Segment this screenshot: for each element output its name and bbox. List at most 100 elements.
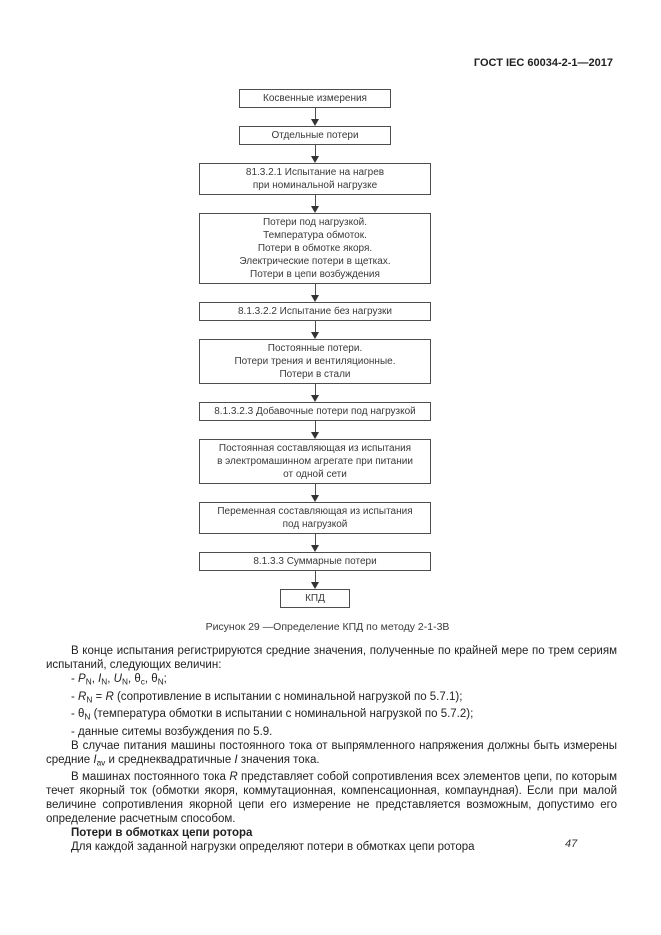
text-segment: N xyxy=(86,695,93,704)
flowchart-box-line: Постоянная составляющая из испытания xyxy=(218,443,412,454)
arrow-head xyxy=(311,582,319,589)
text-segment: Потери в обмотках цепи ротора xyxy=(71,827,253,839)
text-segment: N xyxy=(157,677,164,687)
arrow-line xyxy=(314,484,316,495)
body-paragraph: - RN = R (сопротивление в испытании с но… xyxy=(46,690,617,708)
body-paragraph: - данные ситемы возбуждения по 5.9. xyxy=(46,725,617,739)
text-segment: , θ xyxy=(127,673,141,685)
flowchart-box: КПД xyxy=(280,589,350,608)
arrow-down-icon xyxy=(311,421,319,439)
flowchart-box-line: Потери в цепи возбуждения xyxy=(250,269,380,280)
text-segment: N xyxy=(101,677,108,687)
arrow-line xyxy=(314,321,316,332)
flowchart-box-line: 8.1.3.3 Суммарные потери xyxy=(253,556,377,567)
text-segment: N xyxy=(121,677,128,687)
arrow-head xyxy=(311,395,319,402)
body-paragraph: В конце испытания регистрируются средние… xyxy=(46,644,617,672)
arrow-down-icon xyxy=(311,145,319,163)
flowchart-box: Потери под нагрузкой. Температура обмоток… xyxy=(199,213,431,284)
text-segment: - xyxy=(71,673,79,685)
arrow-down-icon xyxy=(311,108,319,126)
text-segment: R xyxy=(229,771,238,783)
text-segment: В машинах постоянного тока xyxy=(71,771,230,783)
text-segment: (сопротивление в испытании с номинальной… xyxy=(113,690,463,703)
page-number: 47 xyxy=(565,838,578,850)
flowchart-box-line: Потери трения и вентиляционные. xyxy=(234,356,396,367)
flowchart-box: Переменная составляющая из испытания под … xyxy=(199,502,431,534)
text-segment: av xyxy=(96,758,106,767)
flowchart-box-line: 8.1.3.2.2 Испытание без нагрузки xyxy=(237,306,392,317)
text-segment: значения тока. xyxy=(237,753,320,766)
body-paragraph: В случае питания машины постоянного тока… xyxy=(46,739,617,771)
text-segment: R xyxy=(78,690,87,703)
arrow-down-icon xyxy=(311,484,319,502)
body-paragraph: Потери в обмотках цепи ротора xyxy=(46,826,617,840)
arrow-line xyxy=(314,284,316,295)
text-segment: , xyxy=(91,673,99,685)
body-paragraph: В машинах постоянного тока R представляе… xyxy=(46,770,617,826)
arrow-head xyxy=(311,495,319,502)
arrow-down-icon xyxy=(311,195,319,213)
flowchart-box-line: Потери в обмотке якоря. xyxy=(257,243,373,254)
flowchart-box-line: Постоянные потери. xyxy=(267,343,363,354)
text-segment: и среднеквадратичные xyxy=(105,753,235,766)
text-segment: Для каждой заданной нагрузки определяют … xyxy=(71,841,475,853)
arrow-line xyxy=(314,534,316,545)
flowchart-box-line: 81.3.2.1 Испытание на нагрев xyxy=(245,167,385,178)
flowchart-box: Отдельные потери xyxy=(239,126,391,145)
flowchart-box: Постоянная составляющая из испытания в эл… xyxy=(199,439,431,484)
arrow-line xyxy=(314,571,316,582)
flowchart-box-line: Косвенные измерения xyxy=(263,93,367,104)
flowchart-box-line: 8.1.3.2.3 Добавочные потери под нагрузко… xyxy=(214,406,416,417)
arrow-down-icon xyxy=(311,571,319,589)
arrow-head xyxy=(311,119,319,126)
flowchart-box: 8.1.3.3 Суммарные потери xyxy=(199,552,431,571)
arrow-down-icon xyxy=(311,534,319,552)
text-segment: ; xyxy=(163,673,167,685)
arrow-down-icon xyxy=(311,384,319,402)
arrow-head xyxy=(311,332,319,339)
flowchart-box-line: Переменная составляющая из испытания xyxy=(217,506,413,517)
arrow-line xyxy=(314,108,316,119)
text-segment: В случае питания машины постоянного тока… xyxy=(46,739,617,766)
arrow-line xyxy=(314,145,316,156)
text-segment: N xyxy=(85,677,92,687)
text-segment: U xyxy=(113,673,122,685)
text-segment: P xyxy=(78,673,86,685)
arrow-down-icon xyxy=(311,321,319,339)
flowchart-box-line: под нагрузкой xyxy=(282,519,348,530)
text-segment: представляет собой сопротивления всех эл… xyxy=(46,771,617,825)
text-segment: - данные ситемы возбуждения по 5.9. xyxy=(71,725,273,738)
flowchart-box: 8.1.3.2.3 Добавочные потери под нагрузко… xyxy=(199,402,431,421)
text-segment: , θ xyxy=(144,673,158,685)
text-segment: N xyxy=(84,712,91,722)
flowchart-box-line: от одной сети xyxy=(283,469,347,480)
arrow-line xyxy=(314,421,316,432)
text-segment: I xyxy=(98,673,102,685)
text-segment: , xyxy=(107,673,114,685)
body-text: В конце испытания регистрируются средние… xyxy=(46,644,617,854)
flowchart-box-line: Электрические потери в щетках. xyxy=(239,256,391,267)
body-paragraph: - PN, IN, UN, θc, θN; xyxy=(46,672,617,690)
text-segment: I xyxy=(234,753,238,766)
flowchart-box-line: Температура обмоток. xyxy=(263,230,367,241)
figure-caption: Рисунок 29 —Определение КПД по методу 2-… xyxy=(205,621,450,633)
flowchart-box-line: в электромашинном агрегате при питании xyxy=(217,456,413,467)
flowchart-box-line: КПД xyxy=(305,593,325,604)
flowchart-box: Постоянные потери. Потери трения и вентил… xyxy=(199,339,431,384)
document-header: ГОСТ IEC 60034-2-1—2017 xyxy=(0,57,661,69)
flowchart-box-line: Потери под нагрузкой. xyxy=(262,217,368,228)
arrow-head xyxy=(311,156,319,163)
flowchart-box-line: Потери в стали xyxy=(279,369,351,380)
text-segment: c xyxy=(140,677,145,687)
flowchart-box: 8.1.3.2.2 Испытание без нагрузки xyxy=(199,302,431,321)
arrow-line xyxy=(314,384,316,395)
arrow-head xyxy=(311,545,319,552)
body-paragraph: Для каждой заданной нагрузки определяют … xyxy=(46,840,617,854)
flowchart-box: Косвенные измерения xyxy=(239,89,391,108)
arrow-head xyxy=(311,432,319,439)
text-segment: R xyxy=(105,690,114,703)
arrow-down-icon xyxy=(311,284,319,302)
